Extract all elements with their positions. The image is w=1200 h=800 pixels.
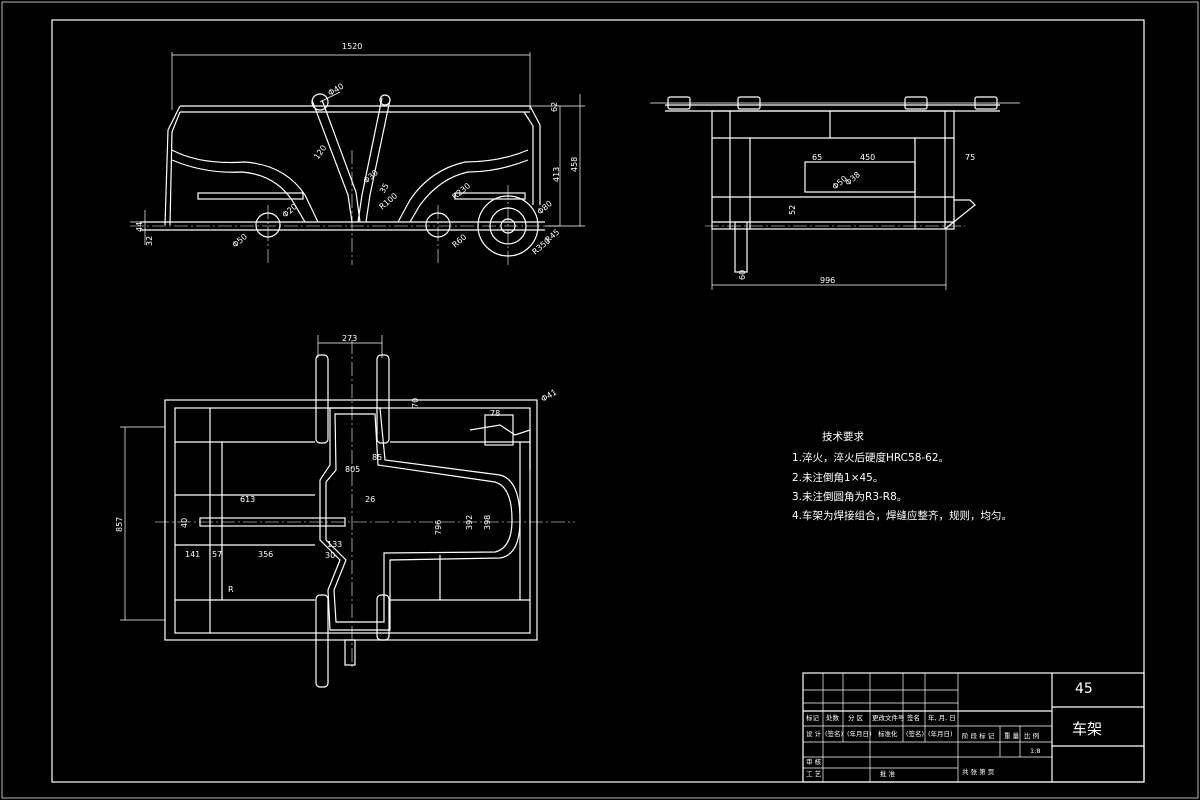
dim-front-phi20: Φ20 — [281, 202, 299, 219]
tb-scale-label: 比 例 — [1024, 731, 1039, 740]
dim-front-2: 62 — [550, 102, 559, 112]
title-block: 标记 处数 分 区 更改文件号 签名 年, 月, 日 设 计 (签名) (年月日… — [802, 672, 1145, 783]
dim-top-398: 398 — [483, 515, 492, 530]
dim-front-r60: R60 — [451, 233, 469, 250]
tb-process: 工 艺 — [806, 770, 822, 778]
dim-side-60: 60 — [738, 270, 747, 280]
tb-review: 审 核 — [806, 757, 822, 766]
dim-front-r100: R100 — [378, 191, 400, 211]
dim-side-width: 996 — [820, 276, 835, 285]
tb-design-date: (年月日) — [847, 729, 872, 738]
tb-standard: 标准化 — [878, 729, 898, 738]
dim-front-phi30: Φ30 — [362, 168, 380, 185]
tb-col-sign: 签名 — [907, 713, 920, 722]
tb-col-change: 更改文件号 — [872, 713, 905, 722]
dim-top-141: 141 — [185, 550, 200, 559]
dim-side-450: 450 — [860, 153, 875, 162]
tb-col-count: 处数 — [826, 713, 840, 722]
dim-front-r350: R350 — [531, 236, 553, 256]
tb-design: 设 计 — [806, 729, 822, 738]
tb-standard-date: (年月日) — [928, 729, 953, 738]
tech-req-item-1: 1.淬火，淬火后硬度HRC58-62。 — [792, 451, 949, 464]
inner-border — [51, 19, 1145, 783]
dim-front-6: 32 — [145, 236, 154, 246]
dim-top-30: 30 — [325, 551, 335, 560]
tb-sheets: 共 张 第 页 — [962, 767, 995, 776]
dim-top-133: 133 — [327, 540, 342, 549]
dim-side-52: 52 — [788, 205, 797, 215]
tb-col-date: 年, 月, 日 — [928, 713, 956, 722]
dim-top-356: 356 — [258, 550, 273, 559]
side-view: 996 65 450 75 Φ50 Φ38 52 60 — [650, 96, 1020, 290]
part-name: 车架 — [1072, 720, 1102, 738]
dim-front-phi80: Φ80 — [536, 199, 554, 216]
dim-top-613: 613 — [240, 495, 255, 504]
tb-scale: 1:8 — [1030, 747, 1040, 755]
tb-standard-sign: (签名) — [906, 729, 924, 738]
dim-top-r: R — [228, 585, 234, 594]
dim-top-805: 805 — [345, 465, 360, 474]
dim-front-3: 413 — [552, 167, 561, 182]
dim-top-857: 857 — [115, 517, 124, 532]
dim-front-35: 35 — [378, 182, 391, 195]
tb-approve: 批 准 — [880, 769, 896, 778]
tech-req-item-2: 2.未注倒角1×45。 — [792, 471, 883, 484]
tb-col-marker: 标记 — [806, 713, 820, 722]
dim-top-273: 273 — [342, 334, 357, 343]
tb-design-sign: (签名) — [825, 729, 843, 738]
dim-top-57: 57 — [212, 550, 222, 559]
tech-req-item-4: 4.车架为焊接组合，焊缝应整齐，规则，均匀。 — [792, 509, 1012, 522]
dim-front-120: 120 — [312, 143, 328, 161]
dim-front-length: 1520 — [342, 42, 362, 51]
dim-top-40: 40 — [180, 518, 189, 528]
tb-col-zone: 分 区 — [848, 713, 864, 722]
tech-requirements: 技术要求 1.淬火，淬火后硬度HRC58-62。 2.未注倒角1×45。 3.未… — [792, 430, 1012, 522]
dim-side-phi38: Φ38 — [844, 170, 862, 187]
dim-front-4: 458 — [570, 157, 579, 172]
tech-req-title: 技术要求 — [822, 430, 864, 443]
tb-stage: 阶 段 标 记 — [962, 731, 995, 740]
dim-front-phi40: Φ40 — [327, 82, 346, 98]
dim-front-5: 44 — [135, 222, 144, 232]
dim-top-phi41: Φ41 — [540, 388, 559, 404]
tech-req-item-3: 3.未注倒圆角为R3-R8。 — [792, 490, 907, 503]
dim-top-796: 796 — [434, 520, 443, 535]
dim-side-65: 65 — [812, 153, 822, 162]
dim-top-70: 70 — [411, 398, 420, 408]
dim-top-85: 85 — [372, 453, 382, 462]
dim-top-78: 78 — [490, 409, 500, 418]
dim-side-75: 75 — [965, 153, 975, 162]
top-view: 273 857 805 613 26 141 57 356 133 30 796… — [115, 334, 575, 688]
front-view: 1520 — [130, 42, 585, 268]
dim-front-phi50: Φ50 — [231, 232, 249, 249]
dim-top-26: 26 — [365, 495, 375, 504]
tb-weight: 重 量 — [1004, 732, 1020, 740]
dim-top-392: 392 — [465, 515, 474, 530]
material-label: 45 — [1075, 681, 1093, 697]
